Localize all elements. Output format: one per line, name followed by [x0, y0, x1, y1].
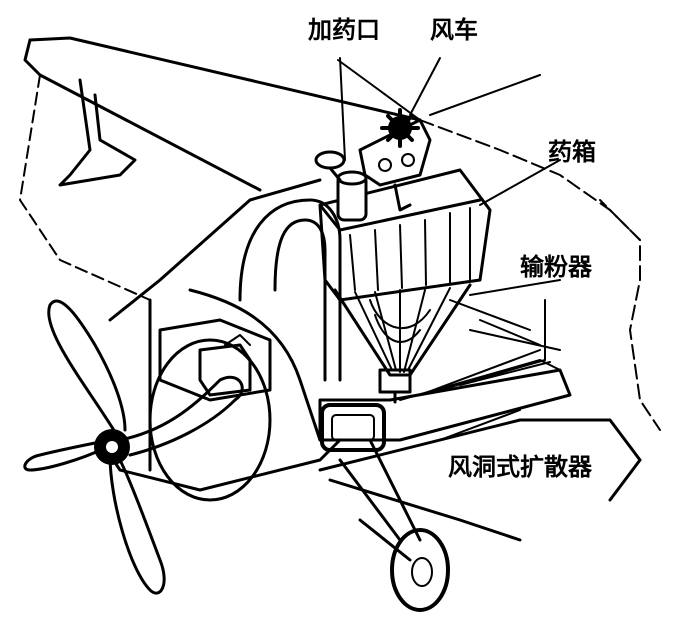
propeller	[23, 299, 244, 595]
upper-wing	[19, 36, 661, 431]
label-fill-port: 加药口	[308, 16, 380, 44]
chemical-tank	[318, 168, 492, 404]
leader-lines	[337, 57, 561, 441]
label-windmill: 风车	[430, 16, 478, 44]
venturi-spreader	[318, 299, 572, 452]
lower-wing	[318, 418, 642, 542]
label-tank: 药箱	[548, 138, 596, 166]
windmill	[358, 108, 432, 212]
fill-port	[314, 150, 368, 222]
landing-gear	[338, 438, 450, 612]
label-venturi-spreader: 风洞式扩散器	[448, 453, 593, 481]
wing-strut	[58, 78, 137, 187]
label-powder-feeder: 输粉器	[520, 253, 593, 281]
